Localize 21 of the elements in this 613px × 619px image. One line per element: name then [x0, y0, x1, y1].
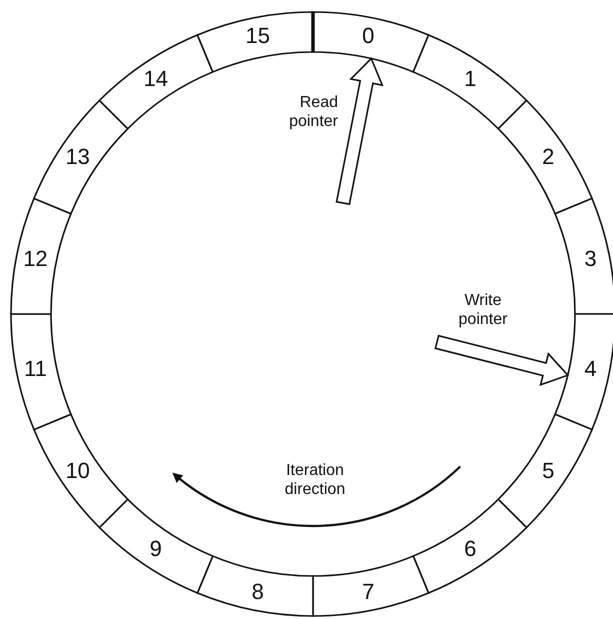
slot-index: 5	[542, 460, 554, 482]
slot-index: 9	[150, 538, 162, 560]
block-arrow	[434, 334, 570, 386]
slot-index: 7	[362, 580, 374, 603]
slot-index: 2	[542, 146, 554, 168]
slot-index: 3	[584, 248, 597, 270]
block-arrow	[336, 57, 384, 206]
slot-index: 13	[65, 146, 90, 168]
edge-label: Write pointer	[458, 291, 508, 329]
slot-index: 8	[252, 580, 264, 603]
slot-index: 15	[246, 25, 270, 48]
slot-index: 14	[144, 68, 168, 90]
slot-index: 6	[464, 538, 476, 560]
slot-index: 10	[65, 460, 90, 482]
slot-index: 12	[23, 248, 48, 270]
slot-index: 0	[362, 25, 374, 48]
edge-label: Read pointer	[288, 93, 338, 131]
slot-index: 11	[24, 358, 47, 380]
slot-index: 4	[584, 358, 597, 380]
direction-label: Iteration direction	[284, 461, 346, 499]
slot-index: 1	[464, 68, 476, 90]
